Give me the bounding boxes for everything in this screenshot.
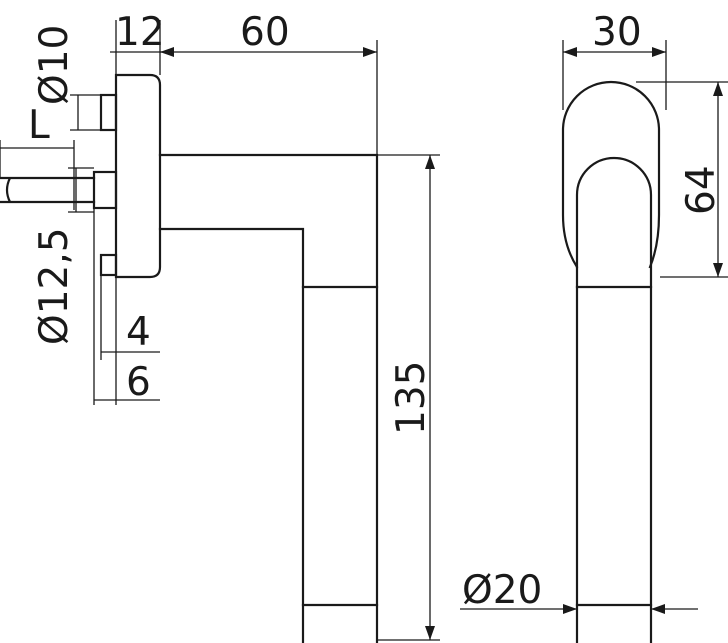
w60-arrow-right [363, 47, 377, 57]
spindle [0, 176, 96, 204]
rose-outline [561, 80, 661, 643]
h135-arrow-top [425, 155, 435, 169]
w60-arrow-left [160, 47, 174, 57]
label-d12-5: Ø12,5 [32, 227, 77, 345]
handle-neck [575, 156, 653, 643]
label-l: L [28, 103, 50, 148]
label-d10: Ø10 [32, 25, 77, 105]
h135-arrow-bottom [425, 626, 435, 640]
label-w30: 30 [592, 10, 642, 55]
handle-lever [158, 153, 379, 643]
w30-arrow-left [563, 47, 577, 57]
d20-arrow-right [651, 604, 665, 614]
label-h64: 64 [679, 165, 724, 215]
h64-arrow-bottom [713, 263, 723, 277]
screw-bottom [99, 253, 118, 277]
label-w4: 4 [126, 310, 151, 355]
front-view: 30 64 Ø20 [460, 10, 728, 643]
label-h135: 135 [389, 361, 434, 435]
label-w12: 12 [115, 10, 165, 55]
side-view: Ø10 L Ø12,5 12 60 4 6 135 [0, 10, 440, 643]
w30-arrow-right [652, 47, 666, 57]
label-d20: Ø20 [462, 568, 542, 613]
label-w6: 6 [126, 360, 151, 405]
screw-top [99, 93, 118, 132]
rose-plate [114, 73, 162, 279]
d20-arrow-left [563, 604, 577, 614]
label-w60: 60 [240, 10, 290, 55]
spindle-collar [92, 170, 118, 210]
h64-arrow-top [713, 82, 723, 96]
